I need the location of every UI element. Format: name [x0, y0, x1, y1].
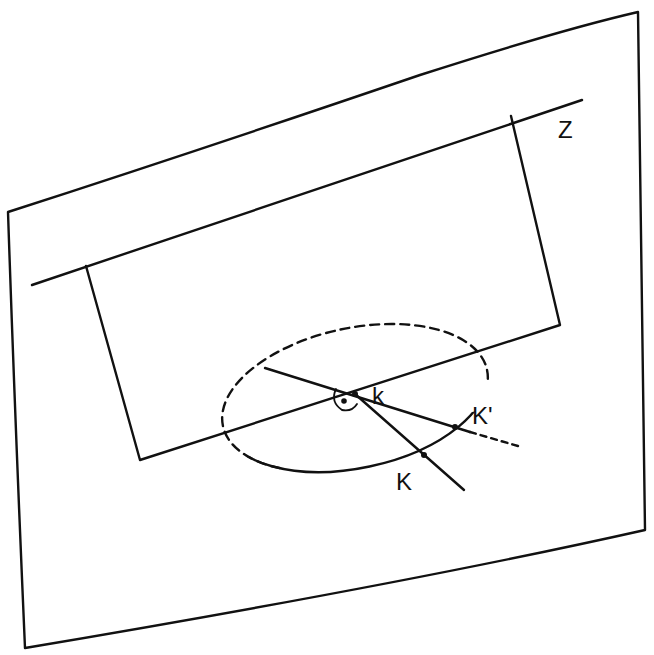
point-k	[421, 452, 427, 458]
rectangle	[86, 116, 560, 460]
plane-sheet	[8, 12, 645, 648]
ellipse-visible	[208, 301, 501, 494]
line-z	[32, 100, 582, 285]
line-k-prime	[265, 368, 470, 432]
right-angle-mark	[334, 389, 357, 410]
point-label: k	[372, 384, 384, 408]
point-k-prime	[452, 424, 458, 430]
ellipse-hidden	[208, 301, 501, 494]
center-point	[352, 391, 358, 397]
line-label: Z	[558, 118, 573, 142]
line-k-prime-ext	[470, 432, 518, 446]
point-label: K	[396, 470, 412, 494]
point-label: K'	[472, 404, 493, 428]
right-angle-dot	[342, 399, 345, 402]
